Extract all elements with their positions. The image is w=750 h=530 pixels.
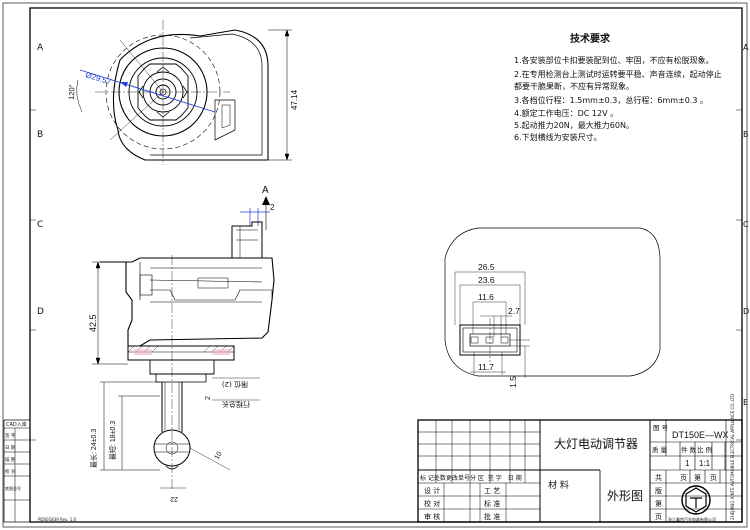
section-arrow (262, 196, 270, 205)
row-check: 校 对 (424, 499, 440, 508)
part-name: 大灯电动调节器 (554, 437, 638, 451)
ratio-value: 1:1 (699, 459, 711, 468)
zone-ticks (30, 109, 742, 441)
note-limit: 限位 (2) (222, 380, 248, 389)
section-mark: A (262, 185, 269, 196)
main-height-dim (92, 261, 128, 365)
diameter-label: Ø29.57 (84, 70, 112, 86)
height-label: 47.14 (290, 89, 299, 110)
req-item-4: 4.额定工作电压：DC 12V 。 (514, 108, 618, 118)
row-approve: 批 准 (484, 512, 500, 521)
zone-b-right: B (743, 130, 749, 139)
row-design: 设 计 (424, 486, 440, 495)
zone-c-left: C (37, 220, 43, 230)
count-label: 件 数 (681, 445, 697, 454)
page-label-3: 页 (655, 513, 662, 521)
strip-date: 日 期 (5, 445, 16, 451)
dim-bottom-label: 22 (170, 495, 178, 502)
strip-base: 底图总号 (5, 485, 21, 491)
zone-e-right: E (743, 398, 748, 407)
strip-check: 校 对 (5, 468, 16, 475)
height-dim-lines (268, 29, 292, 161)
side-view (100, 221, 275, 490)
strip-trace: 描 图 (5, 456, 16, 463)
count-value: 1 (685, 459, 690, 468)
dim-ball-label: 10 (214, 451, 224, 461)
seal-left (134, 349, 152, 355)
req-item-6: 6.下划横线为安装尺寸。 (514, 132, 602, 142)
angle-label: 120° (67, 84, 77, 100)
zone-d-right: D (743, 307, 749, 316)
left-strip-table: CAD入库 签 字 日 期 描 图 校 对 底图总号 (3, 419, 31, 523)
page-label: 页 (680, 474, 687, 482)
requirements-title: 技术要求 (570, 32, 611, 45)
travel-min-label: 最短: 18±0.3 (108, 421, 117, 460)
angle-arc (76, 79, 83, 113)
rev-header: 标 记处数更改单号分 区签 字日 期 (420, 474, 522, 482)
top-body-outline (112, 29, 269, 161)
company-logo (681, 485, 711, 515)
dim-small-label: 2 (205, 396, 212, 400)
req-item-1: 1.各安装部位卡扣要装配到位、牢固，不应有松脱现象。 (514, 55, 714, 65)
conn-dim-26: 26.5 (478, 262, 495, 272)
req-item-2: 2.在专用检测台上测试时运转要平稳、声音连续，起动停止 (514, 69, 722, 79)
conn-dim-11-7: 11.7 (478, 362, 494, 372)
row-standard: 标 准 (484, 499, 500, 508)
version-label: 版 (655, 486, 662, 495)
connector-view (444, 227, 661, 378)
zone-a-left: A (37, 43, 44, 53)
mass-label: 质 量 (652, 445, 668, 454)
bottom-left-note: PDS01839 Rev. 1.0 (38, 517, 77, 522)
company-cn: 浙江鑫特汽车电器有限公司 (668, 516, 716, 522)
sheet-label: 第 (694, 473, 701, 482)
conn-dim-2-7: 2.7 (508, 306, 520, 316)
conn-dim-11-6: 11.6 (478, 292, 494, 302)
strip-sign: 签 字 (5, 432, 16, 439)
zone-a-right: A (743, 43, 749, 52)
row-review: 审 核 (424, 512, 440, 521)
title-block (417, 419, 743, 523)
req-item-5: 5.起动推力20N，最大推力60N。 (514, 120, 634, 130)
page-label-2: 页 (710, 474, 717, 482)
travel-max-label: 最长: 24±0.3 (89, 429, 98, 468)
top-small-dim (240, 208, 270, 226)
strip-cad: CAD入库 (6, 421, 27, 428)
conn-dim-1-5: 1.5 (508, 376, 518, 388)
diameter-leader (79, 69, 216, 113)
req-item-3: 3.各档位行程：1.5mm±0.3，总行程：6mm±0.3 。 (514, 95, 708, 105)
dim-top-label: 2 (270, 203, 275, 212)
conn-dim-23: 23.6 (478, 275, 495, 285)
drawing-no-label: 图 号 (653, 424, 669, 432)
main-height-label: 42.5 (88, 314, 98, 332)
seal-right (212, 349, 230, 355)
row-craft: 工 艺 (484, 487, 500, 495)
travel-dims (100, 381, 160, 471)
view-name: 外形图 (607, 489, 643, 503)
total-label: 共 (655, 473, 662, 482)
zone-d-left: D (37, 307, 44, 317)
drawing-no: DT150E—WX (672, 430, 729, 440)
inner-frame (29, 7, 743, 523)
top-view (95, 20, 269, 165)
note-travel: 行程总长 (222, 400, 250, 409)
sheet-label-2: 第 (655, 499, 662, 508)
ratio-label: 比 例 (697, 445, 712, 454)
req-item-2b: 都要干脆果断，不应有异常现象。 (514, 81, 634, 91)
zone-c-right: C (743, 220, 749, 229)
material-label: 材 料 (548, 479, 569, 491)
company-en: ZHEJIANG XINTE AUTOMOBILE ELECTRICAL APP… (730, 394, 735, 520)
zone-b-left: B (37, 130, 43, 140)
